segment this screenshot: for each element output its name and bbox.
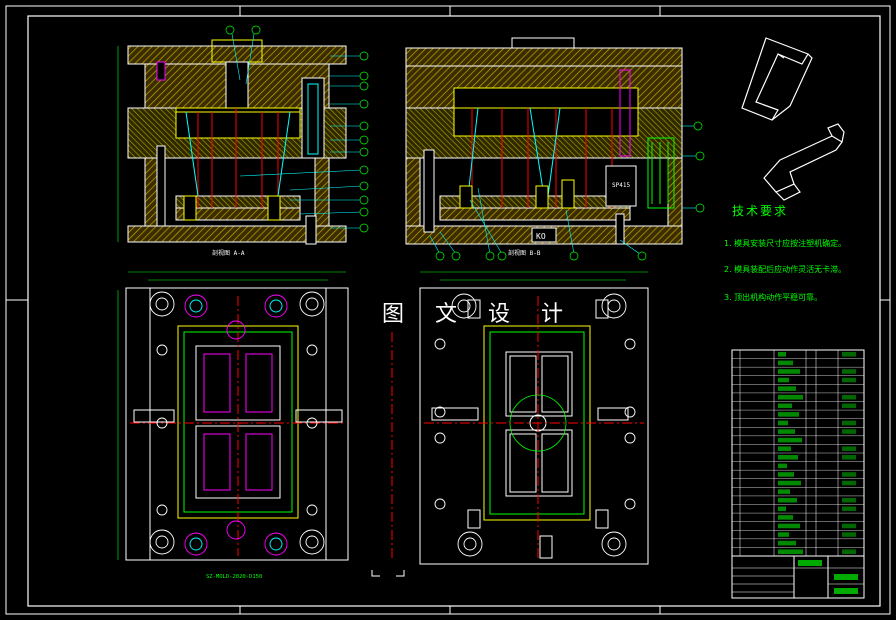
part-isometric-top — [741, 37, 813, 121]
front-section-label: 剖视图 A-A — [212, 250, 245, 257]
parts-list-table — [731, 349, 865, 599]
part-isometric-bottom — [763, 123, 845, 201]
tech-note-2: 2. 模具装配后应动作灵活无卡滞。 — [724, 265, 847, 274]
tech-note-3: 3. 顶出机构动作平稳可靠。 — [724, 293, 823, 302]
tech-note-1: 1. 模具安装尺寸应按注塑机确定。 — [724, 239, 847, 248]
technical-requirements-title: 技术要求 — [732, 204, 789, 218]
gate-mark: KO — [536, 232, 546, 241]
side-section-label: 剖视图 B-B — [508, 250, 541, 257]
inner-border — [27, 15, 881, 607]
front-section-view — [117, 25, 369, 245]
plan-view-right — [419, 271, 649, 565]
plan-view-left: SZ-MOLD-2020-D150 — [117, 271, 349, 580]
side-section-view: SP415 KO — [405, 37, 705, 261]
spec-mark: SP415 — [612, 182, 630, 189]
outer-border — [5, 5, 891, 615]
plan-label: SZ-MOLD-2020-D150 — [206, 574, 262, 580]
watermark-text: 图 文 设 计 — [382, 302, 575, 327]
